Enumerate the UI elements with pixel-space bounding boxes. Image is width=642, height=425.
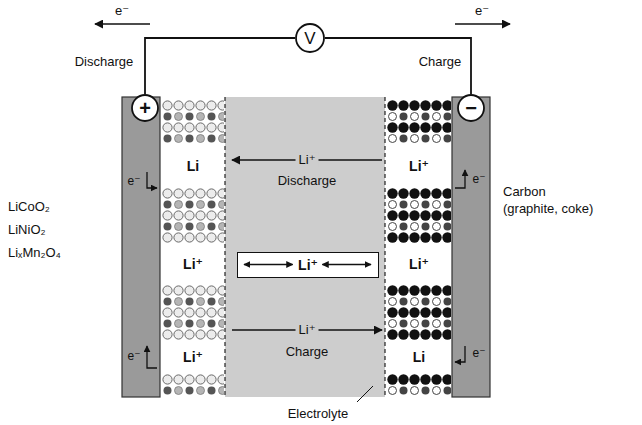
ion-label: Li⁺ xyxy=(409,158,429,174)
process-label: Charge xyxy=(419,55,462,70)
terminal-symbol: + xyxy=(131,94,159,122)
ion-label: Li⁺ xyxy=(409,256,429,272)
ion-label: Li⁺ xyxy=(296,153,319,168)
cathode-band xyxy=(162,100,224,144)
electron-arrow xyxy=(95,23,150,25)
ion-box: Li⁺ xyxy=(237,252,379,278)
electron-label: e⁻ xyxy=(475,4,489,19)
anode-plate xyxy=(452,97,490,397)
material-label: Carbon xyxy=(503,185,546,200)
electron-arrow xyxy=(147,346,157,368)
cathode-band xyxy=(162,188,224,243)
ion-label: Li xyxy=(413,349,425,365)
electrolyte-label: Electrolyte xyxy=(288,407,349,422)
electron-arrow xyxy=(147,172,157,188)
material-label: (graphite, coke) xyxy=(503,202,593,217)
ion-arrow xyxy=(244,264,293,266)
circle-outline xyxy=(458,95,484,121)
process-label: Discharge xyxy=(75,55,134,70)
cathode-layers xyxy=(160,97,225,397)
electron-label: e⁻ xyxy=(127,175,140,189)
ion-arrow xyxy=(322,264,371,266)
material-label: LiCoO₂ xyxy=(8,200,50,215)
electron-label: e⁻ xyxy=(127,350,140,364)
electrolyte-region xyxy=(225,97,385,397)
circuit-wire xyxy=(145,38,295,94)
terminal-symbol: − xyxy=(457,94,485,122)
material-label: LiₓMn₂O₄ xyxy=(8,246,61,261)
node-text: V xyxy=(304,30,315,47)
cathode-band xyxy=(162,285,224,340)
material-label: LiNiO₂ xyxy=(8,223,46,238)
ion-label: Li xyxy=(187,158,199,174)
anode-band xyxy=(387,374,451,396)
circle-outline xyxy=(296,24,324,52)
separator-line xyxy=(384,97,385,397)
electron-arrow xyxy=(455,23,510,25)
anode-band xyxy=(387,285,451,340)
electron-arrow xyxy=(455,170,465,188)
circle-outline xyxy=(132,95,158,121)
electron-label: e⁻ xyxy=(472,173,485,187)
cathode-plate xyxy=(122,97,160,397)
circuit-wire xyxy=(325,38,471,94)
anode-band xyxy=(387,100,451,144)
electron-label: e⁻ xyxy=(115,4,129,19)
separator-line xyxy=(224,97,225,397)
ion-label: Li⁺ xyxy=(183,256,203,272)
voltmeter-symbol: V xyxy=(295,23,325,53)
process-label: Discharge xyxy=(278,174,337,189)
electron-arrow xyxy=(455,346,465,362)
ion-label: Li⁺ xyxy=(183,349,203,365)
leader-line xyxy=(357,386,373,402)
node-text: − xyxy=(465,98,477,118)
anode-band xyxy=(387,188,451,243)
cathode-band xyxy=(162,374,224,396)
node-text: + xyxy=(139,98,151,118)
ion-label: Li⁺ xyxy=(296,323,319,338)
node-text: Li⁺ xyxy=(298,258,318,272)
electron-label: e⁻ xyxy=(472,347,485,361)
anode-layers xyxy=(385,97,452,397)
process-label: Charge xyxy=(286,345,329,360)
